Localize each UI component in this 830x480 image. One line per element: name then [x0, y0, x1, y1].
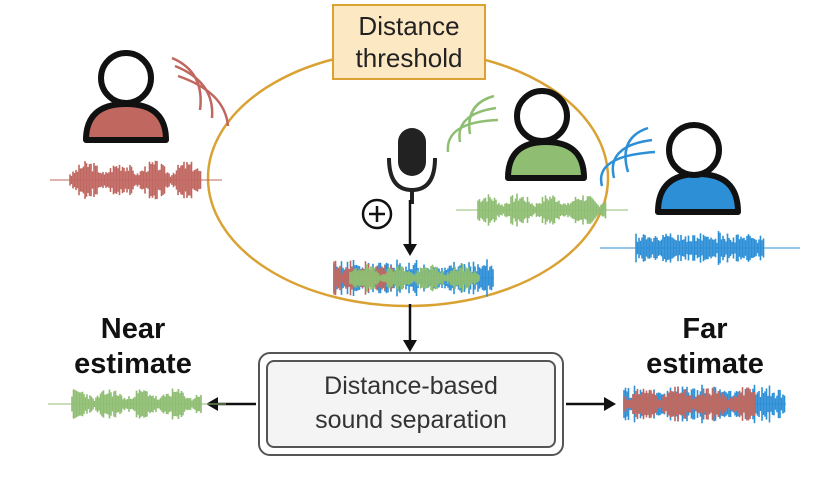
mixture-to-separation-arrow-icon — [403, 304, 417, 352]
separation-to-far-arrow-icon — [566, 397, 616, 411]
mid-speaker-sound-wave-icon — [446, 94, 499, 153]
near-speaker-person-icon — [83, 50, 169, 143]
far-line2: estimate — [646, 347, 764, 380]
far-speaker-person-icon — [655, 122, 741, 215]
far-estimate-waveform — [623, 384, 786, 424]
far-speaker-sound-wave-icon — [599, 126, 656, 187]
near-estimate-waveform — [48, 388, 226, 420]
mid-speaker-person-icon — [505, 88, 587, 181]
microphone-icon — [387, 128, 437, 204]
separation-line2: sound separation — [315, 406, 507, 434]
near-speaker-sound-wave-icon — [171, 56, 230, 127]
mixture-waveform — [333, 259, 494, 297]
mic-to-mixture-arrow-icon — [403, 200, 417, 256]
near-speaker-waveform — [50, 160, 222, 200]
separation-line1: Distance-based — [324, 372, 498, 401]
far-line1: Far — [682, 313, 728, 345]
near-estimate-label: Near estimate — [58, 312, 208, 382]
distance-threshold-label: Distance threshold — [332, 4, 486, 80]
mid-speaker-waveform — [456, 193, 628, 227]
near-line2: estimate — [74, 347, 192, 380]
threshold-line1: Distance — [358, 10, 460, 41]
separation-module-label: Distance-based sound separation — [266, 360, 556, 448]
separation-module-box: Distance-based sound separation — [258, 352, 564, 456]
far-estimate-label: Far estimate — [630, 312, 780, 382]
near-line1: Near — [100, 313, 166, 345]
threshold-line2: threshold — [355, 43, 463, 73]
far-speaker-waveform — [600, 231, 800, 265]
plus-circle-icon — [361, 198, 393, 230]
